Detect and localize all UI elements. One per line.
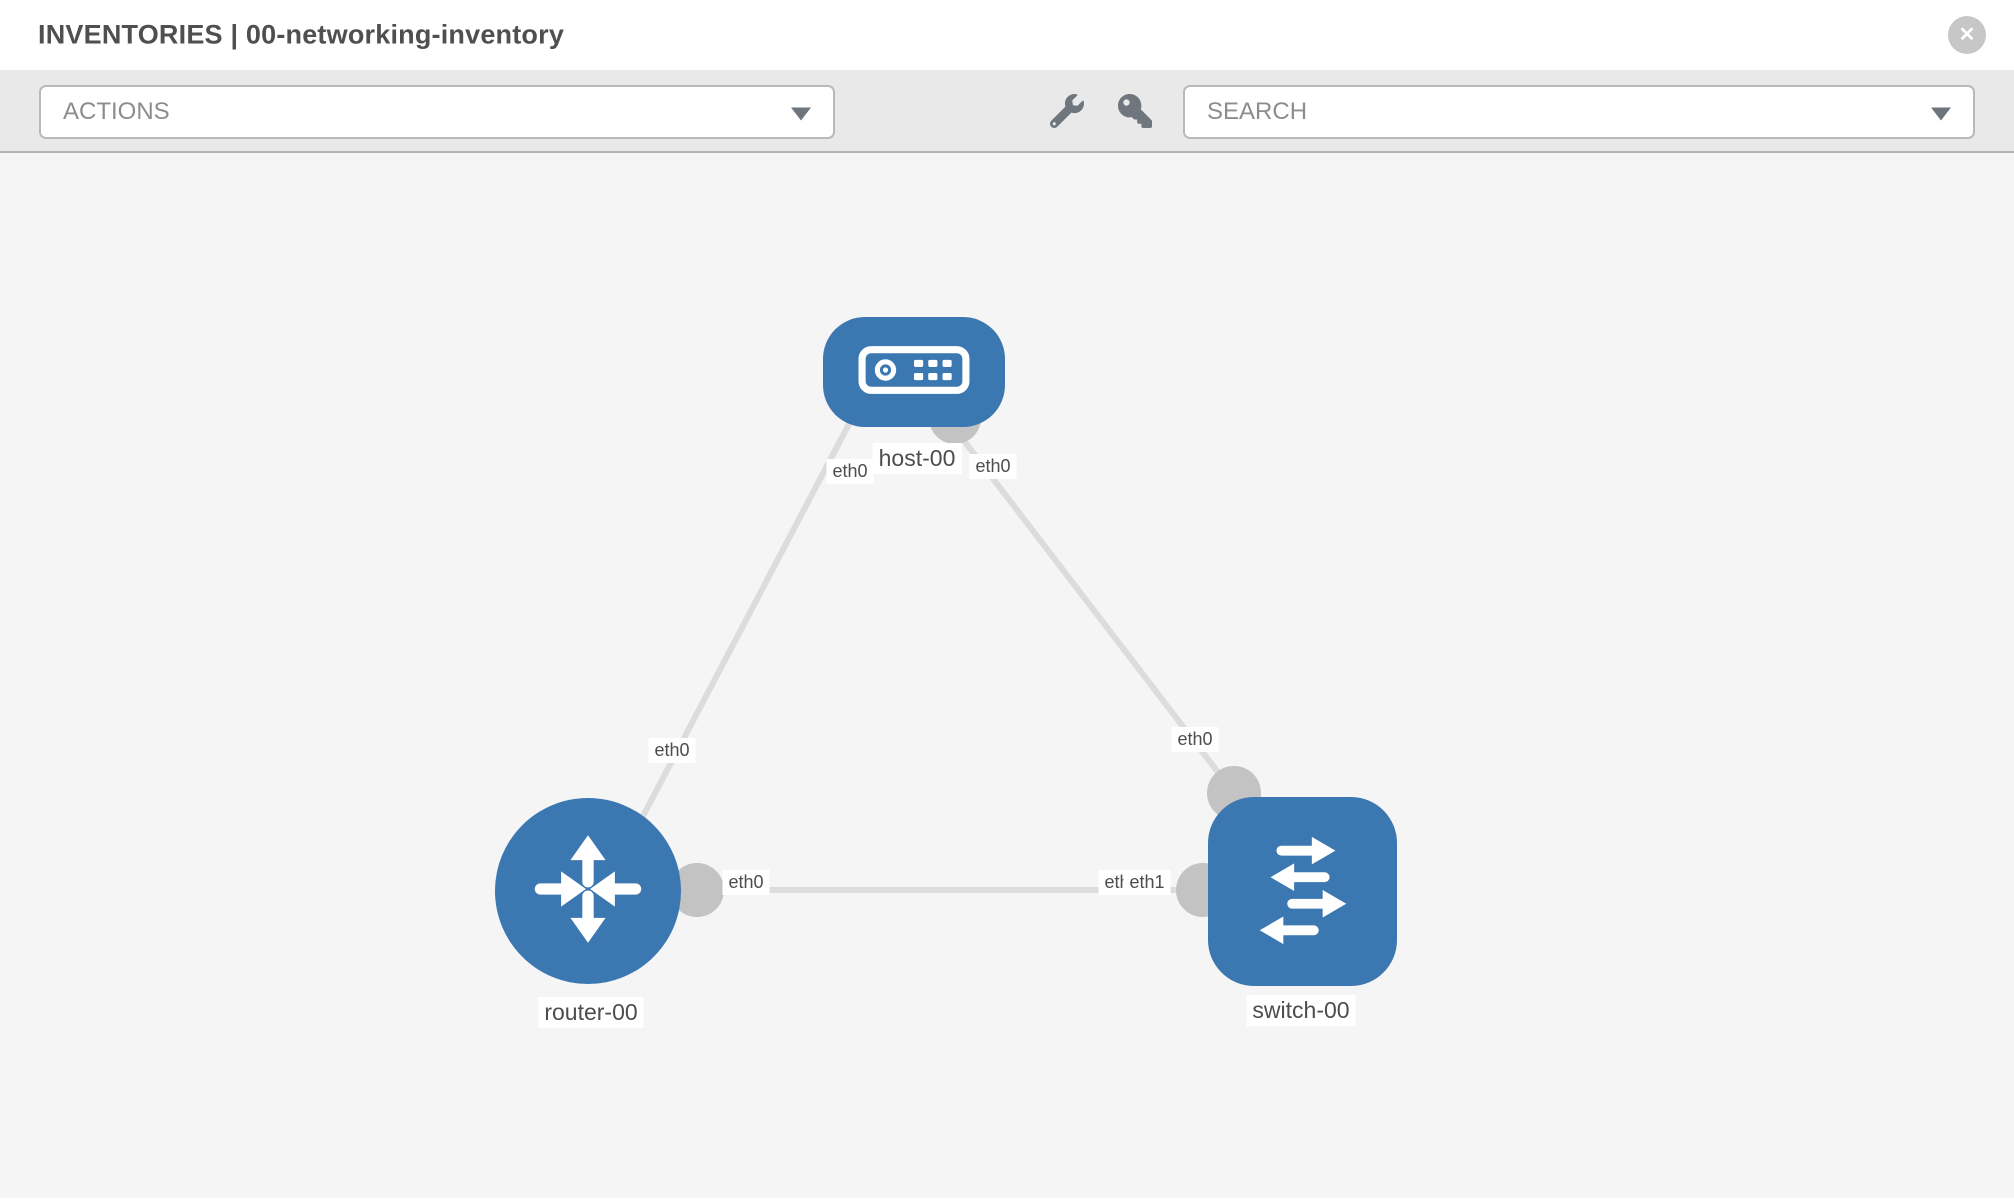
node-label-router: router-00 xyxy=(538,997,644,1028)
wrench-icon[interactable] xyxy=(1050,94,1084,128)
switch-arrows-icon xyxy=(1244,830,1362,953)
connector-router-right[interactable] xyxy=(670,863,724,917)
iface-label-switch-left: eth1 xyxy=(1123,870,1171,895)
toolbar: ACTIONS SEARCH xyxy=(0,70,2014,153)
node-host-00[interactable] xyxy=(823,317,1005,427)
node-router-00[interactable] xyxy=(495,798,681,984)
iface-label-switch-top: eth0 xyxy=(1171,727,1219,752)
node-label-host: host-00 xyxy=(872,443,962,474)
iface-label-router-right: eth0 xyxy=(722,870,770,895)
iface-label-host-left: eth0 xyxy=(826,459,874,484)
header: INVENTORIES | 00-networking-inventory ✕ xyxy=(0,0,2014,70)
key-icon[interactable] xyxy=(1118,94,1152,128)
node-switch-00[interactable] xyxy=(1208,797,1397,986)
page-title: INVENTORIES | 00-networking-inventory xyxy=(38,19,565,50)
close-icon[interactable]: ✕ xyxy=(1948,16,1986,54)
actions-dropdown-label: ACTIONS xyxy=(63,98,170,125)
close-glyph: ✕ xyxy=(1958,24,1976,46)
node-label-switch: switch-00 xyxy=(1246,995,1356,1026)
topology-canvas[interactable]: host-00 router-00 switch-00 eth0 eth0 et… xyxy=(0,153,2014,1198)
iface-label-host-right: eth0 xyxy=(969,454,1017,479)
router-arrows-icon xyxy=(526,827,650,956)
graph-links-layer xyxy=(588,392,1302,917)
actions-dropdown[interactable]: ACTIONS xyxy=(39,85,835,139)
chevron-down-icon xyxy=(791,107,811,121)
chevron-down-icon xyxy=(1931,107,1951,121)
search-dropdown[interactable]: SEARCH xyxy=(1183,85,1975,139)
iface-label-router-top: eth0 xyxy=(648,738,696,763)
host-device-icon xyxy=(858,345,970,400)
search-dropdown-label: SEARCH xyxy=(1207,98,1308,125)
